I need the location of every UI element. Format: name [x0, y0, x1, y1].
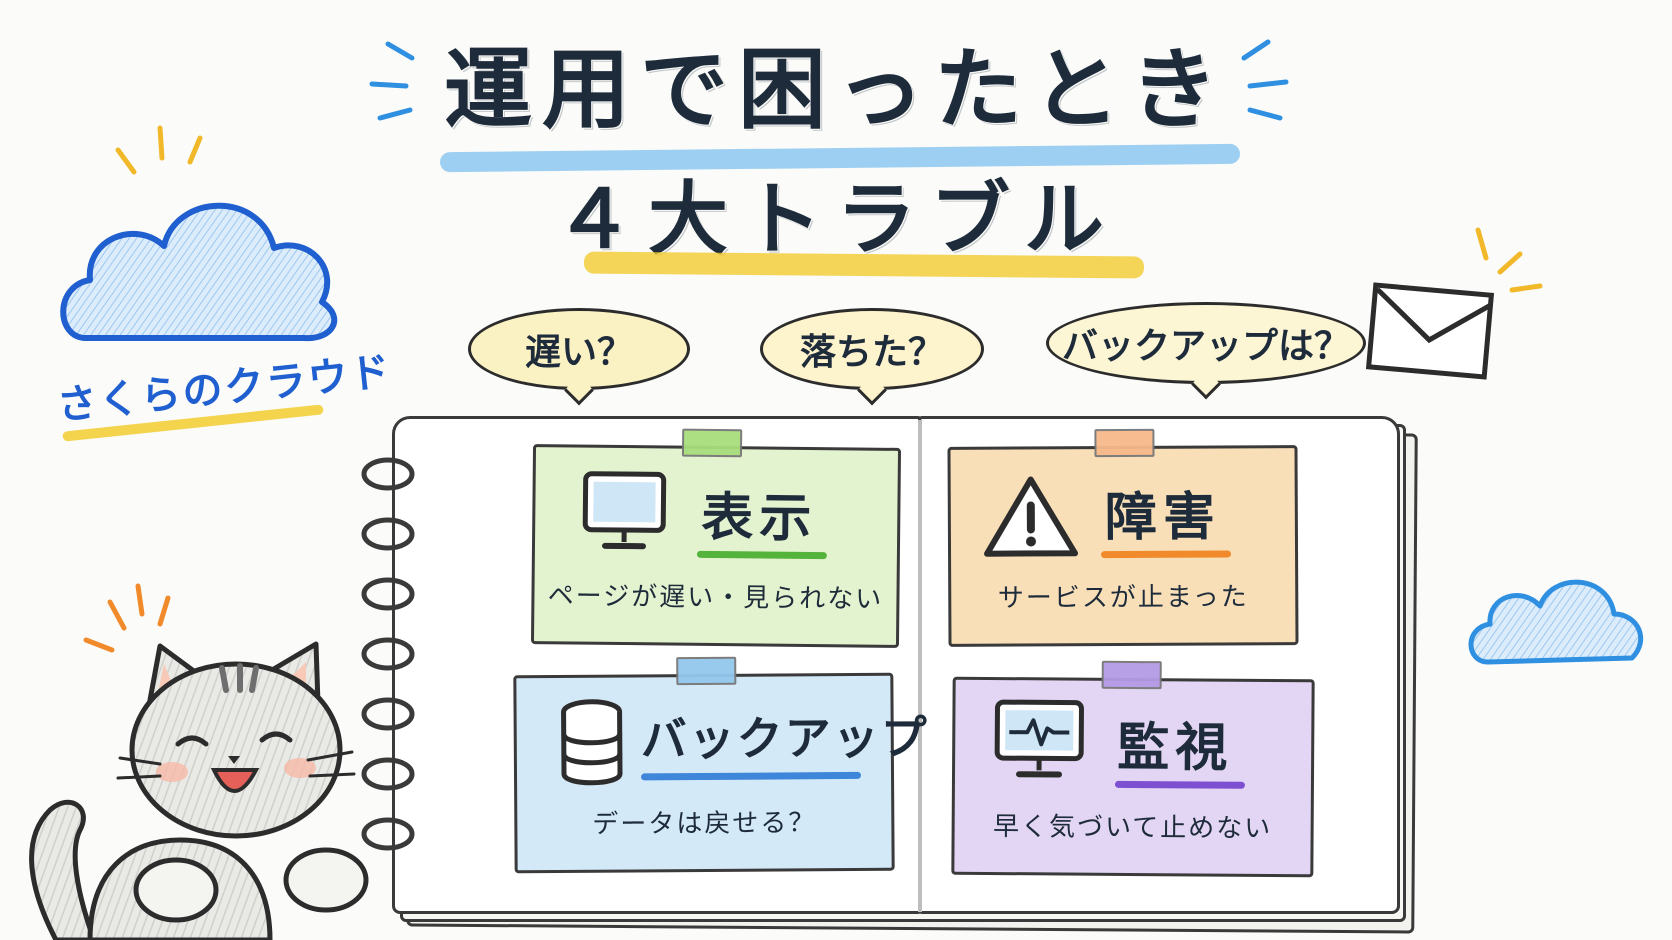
- mail-icon: [1366, 282, 1495, 380]
- card-monitoring-desc: 早く気づいて止めない: [992, 812, 1273, 844]
- tape: [1101, 660, 1162, 690]
- bubble-down: 落ちた？: [760, 308, 984, 406]
- card-display-desc: ページが遅い・見られない: [547, 581, 884, 615]
- tape: [681, 428, 743, 458]
- card-display-title: 表示: [700, 487, 818, 550]
- monitor-icon: [582, 471, 667, 550]
- bubble-slow-text: 遅い？: [524, 332, 633, 373]
- cloud-icon: [60, 202, 338, 342]
- notebook-spine: [918, 420, 922, 912]
- card-outage-desc: サービスが止まった: [997, 582, 1249, 614]
- card-backup-title: バックアップ: [640, 710, 929, 767]
- page-subtitle: ４大トラブル: [554, 173, 1118, 266]
- card-monitoring[interactable]: 監視 早く気づいて止めない: [951, 660, 1315, 878]
- bubble-backup-text: バックアップは？: [1061, 326, 1350, 367]
- card-outage[interactable]: 障害 サービスが止まった: [947, 428, 1299, 647]
- tape: [1094, 428, 1155, 458]
- card-backup-desc: データは戻せる？: [592, 808, 817, 840]
- card-display-underline: [696, 550, 827, 560]
- card-monitoring-underline: [1114, 780, 1245, 789]
- card-monitoring-title: 監視: [1116, 717, 1234, 779]
- tape: [676, 656, 737, 686]
- card-backup-underline: [641, 771, 862, 781]
- bubble-down-text: 落ちた？: [799, 332, 944, 373]
- small-cloud-icon: [1468, 579, 1644, 665]
- card-display[interactable]: 表示 ページが遅い・見られない: [530, 428, 902, 648]
- database-icon: [561, 699, 623, 786]
- cat-mascot: [29, 641, 369, 940]
- monitor-pulse-icon: [994, 699, 1084, 778]
- bubble-slow: 遅い？: [468, 308, 690, 406]
- spiral-binding: [361, 457, 415, 851]
- card-backup[interactable]: バックアップ データは戻せる？: [513, 656, 929, 874]
- warning-icon: [984, 476, 1079, 557]
- bubble-backup: バックアップは？: [1046, 302, 1366, 400]
- card-outage-underline: [1101, 550, 1232, 559]
- card-outage-title: 障害: [1104, 487, 1222, 549]
- page-title: 運用で困ったとき: [443, 38, 1228, 141]
